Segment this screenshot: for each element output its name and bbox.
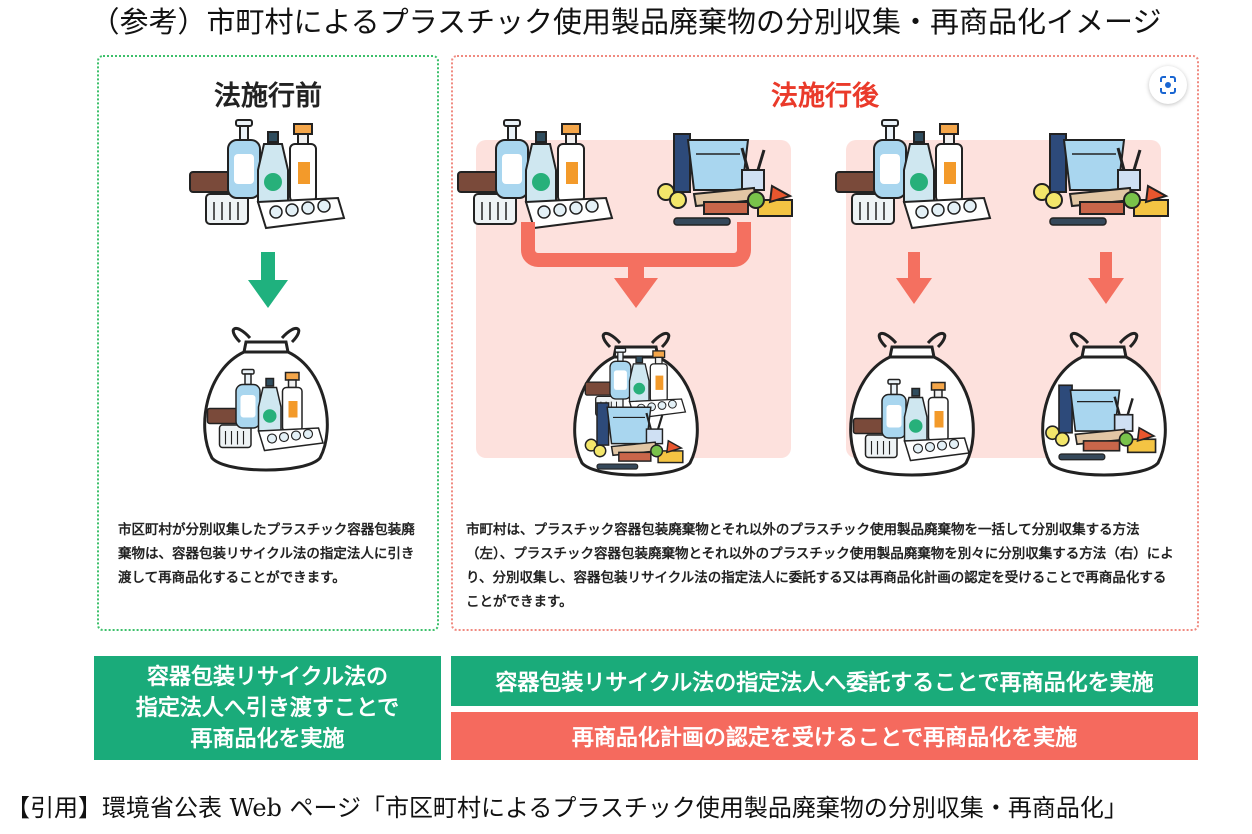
recycling-method-entrust-band: 容器包装リサイクル法の指定法人へ委託することで再商品化を実施 (451, 656, 1198, 706)
before-description: 市区町村が分別収集したプラスチック容器包装廃棄物は、容器包装リサイクル法の指定法… (118, 522, 415, 586)
merge-arrow-icon (521, 222, 751, 308)
image-search-button[interactable] (1149, 66, 1187, 104)
down-arrow-icon (1088, 252, 1124, 304)
plastic-products-icon (1030, 130, 1180, 240)
page-title: （参考）市町村によるプラスチック使用製品廃棄物の分別収集・再商品化イメージ (90, 5, 1162, 39)
bag-contents-icon (1042, 382, 1166, 472)
heading-before: 法施行前 (214, 81, 322, 112)
panel-before (97, 55, 439, 631)
plastic-containers-icon (834, 118, 994, 238)
panel-after (451, 55, 1199, 631)
bag-contents-icon (852, 378, 972, 468)
bag-contents-icon (206, 368, 326, 458)
after-description: 市町村は、プラスチック容器包装廃棄物とそれ以外のプラスチック使用製品廃棄物を一括… (466, 522, 1174, 610)
down-arrow-icon (248, 252, 288, 308)
plastic-containers-icon (456, 118, 616, 238)
recycling-method-before-band: 容器包装リサイクル法の 指定法人へ引き渡すことで 再商品化を実施 (94, 656, 441, 760)
heading-after: 法施行後 (771, 81, 879, 112)
citation: 【引用】環境省公表 Web ページ「市区町村によるプラスチック使用製品廃棄物の分… (6, 794, 1128, 822)
down-arrow-icon (896, 252, 932, 304)
bag-contents-icon (582, 400, 692, 480)
recycling-method-certification-band: 再商品化計画の認定を受けることで再商品化を実施 (451, 712, 1198, 760)
plastic-containers-icon (188, 118, 348, 238)
scan-icon (1160, 76, 1176, 94)
